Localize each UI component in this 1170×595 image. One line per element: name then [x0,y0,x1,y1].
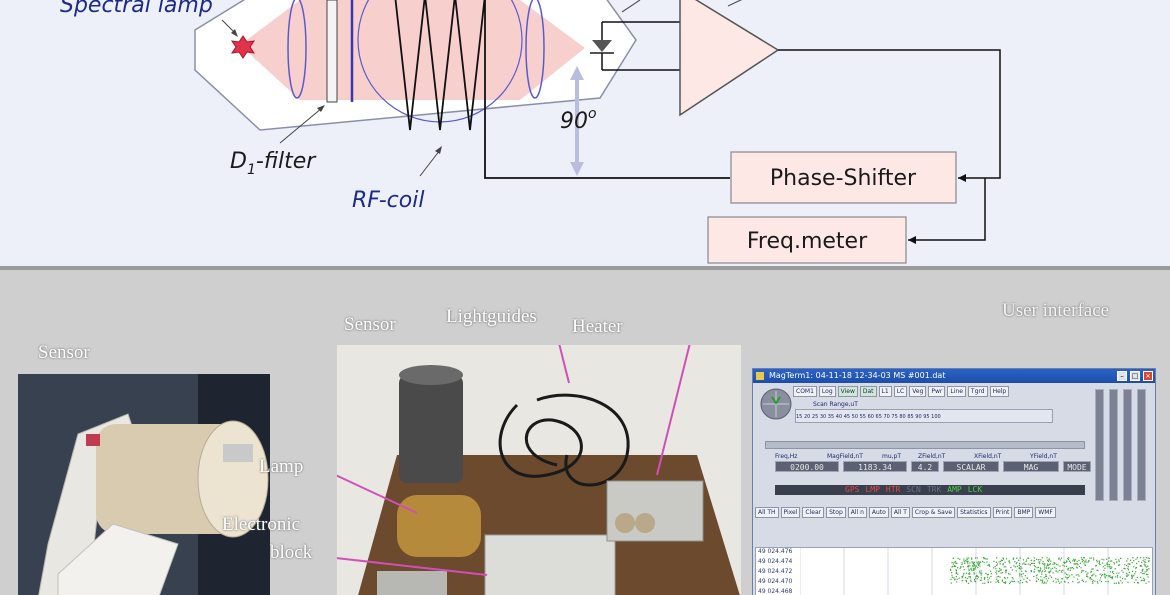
parts-lightguides-label: Lightguides [446,306,537,327]
toolbar-button[interactable]: Tgrd [967,386,988,397]
scan-range-scale[interactable]: 15 20 25 30 35 40 45 50 55 60 65 70 75 8… [795,409,1053,423]
y-tick-label: 49 024.468 [758,588,793,595]
parts-heater-label: Heater [572,316,623,337]
phase-shifter-label: Phase-Shifter [770,166,917,191]
photo-panel: Sensor Sensor Lightguides Heater [0,266,1170,595]
scan-range-label: Scan Range,uT [813,401,858,408]
lens-right [525,0,545,99]
y-tick-label: 49 024.474 [758,558,793,565]
crop-save-button[interactable]: Crop & Save [911,507,956,518]
gain-slider[interactable] [1123,389,1132,501]
lens-left [287,0,307,99]
light-beam [240,0,585,100]
schematic-svg: Spectral lamp D1-filter RF-coil 90o Phas… [60,0,1001,264]
toolbar-button[interactable]: View [837,386,858,397]
sensor-caption: Sensor [38,342,90,363]
freq-meter-box [707,216,907,264]
parts-electronic-label-line1: Electronic [222,514,301,535]
maximize-button[interactable]: □ [1130,371,1140,381]
parts-photo [337,345,741,595]
statistics-button[interactable]: Statistics [957,507,991,518]
d1-filter-label: D1-filter [230,149,317,178]
parts-sensor-label: Sensor [344,314,396,335]
bmp-button[interactable]: BMP [1014,507,1034,518]
rf-coil-label: RF-coil [352,188,424,213]
pixel-button[interactable]: Pixel [780,507,801,518]
photodiode-icon [592,40,612,52]
minimize-button[interactable]: – [1117,371,1127,381]
mu-readout: 4.2 [911,461,939,472]
toolbar-button[interactable]: Help [989,386,1010,397]
toolbar-button[interactable]: Veg [909,386,927,397]
toolbar-button[interactable]: LC [893,386,908,397]
all-n-button[interactable]: All n [847,507,867,518]
toolbar-button[interactable]: L1 [878,386,892,397]
clear-button[interactable]: Clear [802,507,825,518]
software-window: MagTerm1: 04-11-18 12-34-03 MS #001.dat … [752,368,1156,595]
xfield-readout: MAG [1003,461,1059,472]
phase-shifter-box [730,151,957,204]
magfield-readout: 1183.34 [843,461,907,472]
parts-electronic-label-line2: block [270,542,313,563]
app-icon [756,372,764,380]
rf-coil [394,0,730,179]
window-titlebar: MagTerm1: 04-11-18 12-34-03 MS #001.dat … [753,369,1155,383]
close-button[interactable]: × [1143,371,1153,381]
signal-plot[interactable]: 49 024.476 49 024.474 49 024.472 49 024.… [755,547,1153,595]
freq-readout: 0200.00 [775,461,839,472]
parts-lamp-label: Lamp [259,456,304,477]
ui-caption: User interface [1002,300,1110,321]
select-bar[interactable] [765,441,1085,449]
print-button[interactable]: Print [992,507,1013,518]
y-tick-label: 49 024.470 [758,578,793,585]
toolbar-button[interactable]: Dat [859,386,877,397]
toolbar-button[interactable]: Pwr [928,386,946,397]
zfield-readout: SCALAR [943,461,999,472]
y-tick-label: 49 024.476 [758,548,793,555]
stop-button[interactable]: Stop [826,507,846,518]
d1-filter [326,0,338,103]
freq-meter-label: Freq.meter [747,229,868,254]
gain-slider[interactable] [1137,389,1146,501]
toolbar-button[interactable]: Line [947,386,966,397]
gain-slider[interactable] [1109,389,1118,501]
wmf-button[interactable]: WMF [1035,507,1056,518]
toolbar-button[interactable]: COM1 [793,386,817,397]
amplifier [679,0,780,117]
schematic-diagram: Spectral lamp D1-filter RF-coil 90o Phas… [0,0,1170,266]
all-t-button[interactable]: All T [890,507,910,518]
window-title: MagTerm1: 04-11-18 12-34-03 MS #001.dat [769,371,946,380]
signal-trace [800,548,1150,595]
all-th-button[interactable]: All TH [755,507,779,518]
gain-slider[interactable] [1095,389,1104,501]
toolbar-button[interactable]: Log [818,386,836,397]
spectral-lamp-label: Spectral lamp [60,0,213,18]
spectral-lamp-star [230,35,256,59]
y-tick-label: 49 024.472 [758,568,793,575]
compass-icon [760,388,792,420]
yfield-readout: MODE [1063,461,1091,472]
sensor-photo [18,374,270,595]
auto-button[interactable]: Auto [868,507,889,518]
angle-label: 90o [560,106,597,134]
